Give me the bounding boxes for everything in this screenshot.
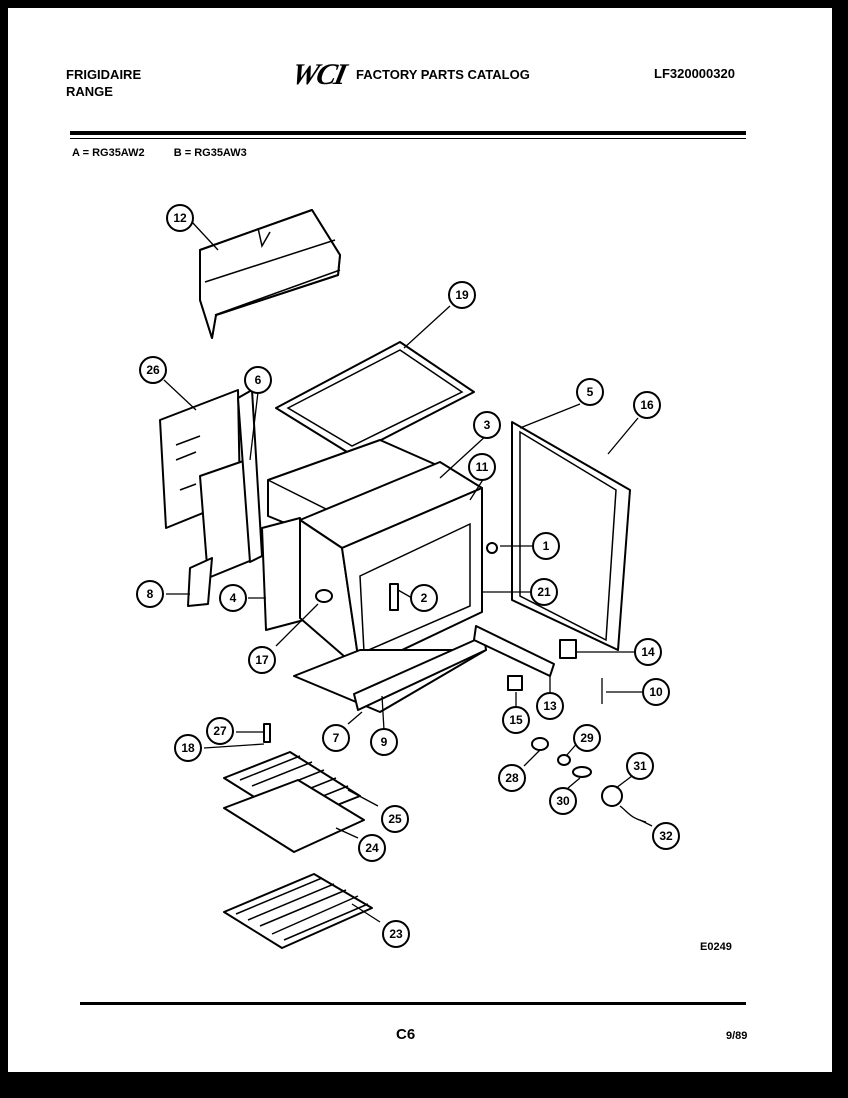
product-type: RANGE: [66, 84, 113, 99]
callout-8-label: 8: [147, 587, 154, 601]
callout-25: 25: [381, 805, 409, 833]
part-24-broiler-pan: [223, 779, 365, 853]
callout-6: 6: [244, 366, 272, 394]
callout-13-label: 13: [543, 699, 557, 713]
part-29-part: [557, 754, 571, 766]
catalog-title: FACTORY PARTS CATALOG: [356, 67, 530, 82]
callout-16: 16: [633, 391, 661, 419]
callout-24-label: 24: [365, 841, 379, 855]
callout-1: 1: [532, 532, 560, 560]
part-5-side-panel: [511, 421, 631, 659]
callout-12: 12: [166, 204, 194, 232]
callout-30: 30: [549, 787, 577, 815]
callout-21-label: 21: [537, 585, 551, 599]
exploded-parts-diagram: 12 19 26 6 5 16 3 11 1 2 21 8 4 14 17 10…: [136, 204, 680, 949]
part-28-knob: [531, 737, 549, 751]
model-list: A = RG35AW2 B = RG35AW3: [72, 147, 273, 159]
part-19-top-frame: [275, 341, 475, 456]
part-6-trim: [199, 389, 263, 579]
callout-9-label: 9: [381, 735, 388, 749]
callout-14: 14: [634, 638, 662, 666]
callout-1-label: 1: [543, 539, 550, 553]
callout-32: 32: [652, 822, 680, 850]
callout-3: 3: [473, 411, 501, 439]
callout-11: 11: [468, 453, 496, 481]
callout-23-label: 23: [389, 927, 403, 941]
callout-15-label: 15: [509, 713, 523, 727]
callout-2-label: 2: [421, 591, 428, 605]
document-number: LF320000320: [654, 66, 735, 81]
drawing-code: E0249: [700, 941, 732, 953]
callout-27: 27: [206, 717, 234, 745]
callout-31-label: 31: [633, 759, 647, 773]
callout-7-label: 7: [333, 731, 340, 745]
part-31-part: [601, 785, 623, 807]
callout-30-label: 30: [556, 794, 570, 808]
callout-29: 29: [573, 724, 601, 752]
callout-14-label: 14: [641, 645, 655, 659]
callout-6-label: 6: [255, 373, 262, 387]
callout-26-label: 26: [146, 363, 160, 377]
part-15-switch: [507, 675, 523, 691]
callout-12-label: 12: [173, 211, 187, 225]
callout-24: 24: [358, 834, 386, 862]
part-23-oven-rack: [223, 873, 373, 949]
callout-23: 23: [382, 920, 410, 948]
revision-date: 9/89: [726, 1030, 748, 1042]
part-9-strip: [353, 635, 487, 711]
callout-18: 18: [174, 734, 202, 762]
callout-11-label: 11: [476, 460, 489, 474]
callout-17: 17: [248, 646, 276, 674]
callout-5-label: 5: [587, 385, 594, 399]
brand-block: FRIGIDAIRE RANGE: [66, 66, 141, 100]
part-27-bracket: [263, 723, 271, 743]
callout-4: 4: [219, 584, 247, 612]
callout-8: 8: [136, 580, 164, 608]
callout-5: 5: [576, 378, 604, 406]
part-30-part: [572, 766, 592, 778]
callout-13: 13: [536, 692, 564, 720]
part-11-oven-body: [299, 461, 483, 671]
callout-15: 15: [502, 706, 530, 734]
callout-2: 2: [410, 584, 438, 612]
callout-19-label: 19: [455, 288, 469, 302]
callout-28: 28: [498, 764, 526, 792]
part-4-insulation: [261, 517, 305, 631]
model-a: A = RG35AW2: [72, 147, 145, 159]
callout-25-label: 25: [388, 812, 402, 826]
callout-19: 19: [448, 281, 476, 309]
model-b: B = RG35AW3: [173, 147, 247, 159]
header-rule-thin: [70, 138, 746, 139]
callout-28-label: 28: [505, 771, 519, 785]
leader-lines: [163, 221, 653, 923]
callout-29-label: 29: [580, 731, 594, 745]
part-8-bracket: [187, 557, 213, 607]
callout-21: 21: [530, 578, 558, 606]
footer-rule: [80, 1002, 746, 1005]
callout-7: 7: [322, 724, 350, 752]
callout-17-label: 17: [255, 653, 269, 667]
parts-catalog-page: FRIGIDAIRE RANGE WCI FACTORY PARTS CATAL…: [8, 8, 832, 1072]
part-1-fastener: [486, 542, 498, 554]
callout-10: 10: [642, 678, 670, 706]
callout-18-label: 18: [181, 741, 195, 755]
part-12-panel: [199, 209, 341, 339]
page-number: C6: [396, 1026, 416, 1043]
callout-31: 31: [626, 752, 654, 780]
part-32-wire: [619, 805, 647, 823]
callout-26: 26: [139, 356, 167, 384]
callout-32-label: 32: [659, 829, 673, 843]
callout-9: 9: [370, 728, 398, 756]
callout-16-label: 16: [640, 398, 654, 412]
callout-10-label: 10: [649, 685, 663, 699]
brand-name: FRIGIDAIRE: [66, 67, 142, 82]
callout-27-label: 27: [213, 724, 227, 738]
callout-3-label: 3: [484, 418, 491, 432]
callout-4-label: 4: [230, 591, 237, 605]
header-rule-thick: [70, 131, 746, 135]
